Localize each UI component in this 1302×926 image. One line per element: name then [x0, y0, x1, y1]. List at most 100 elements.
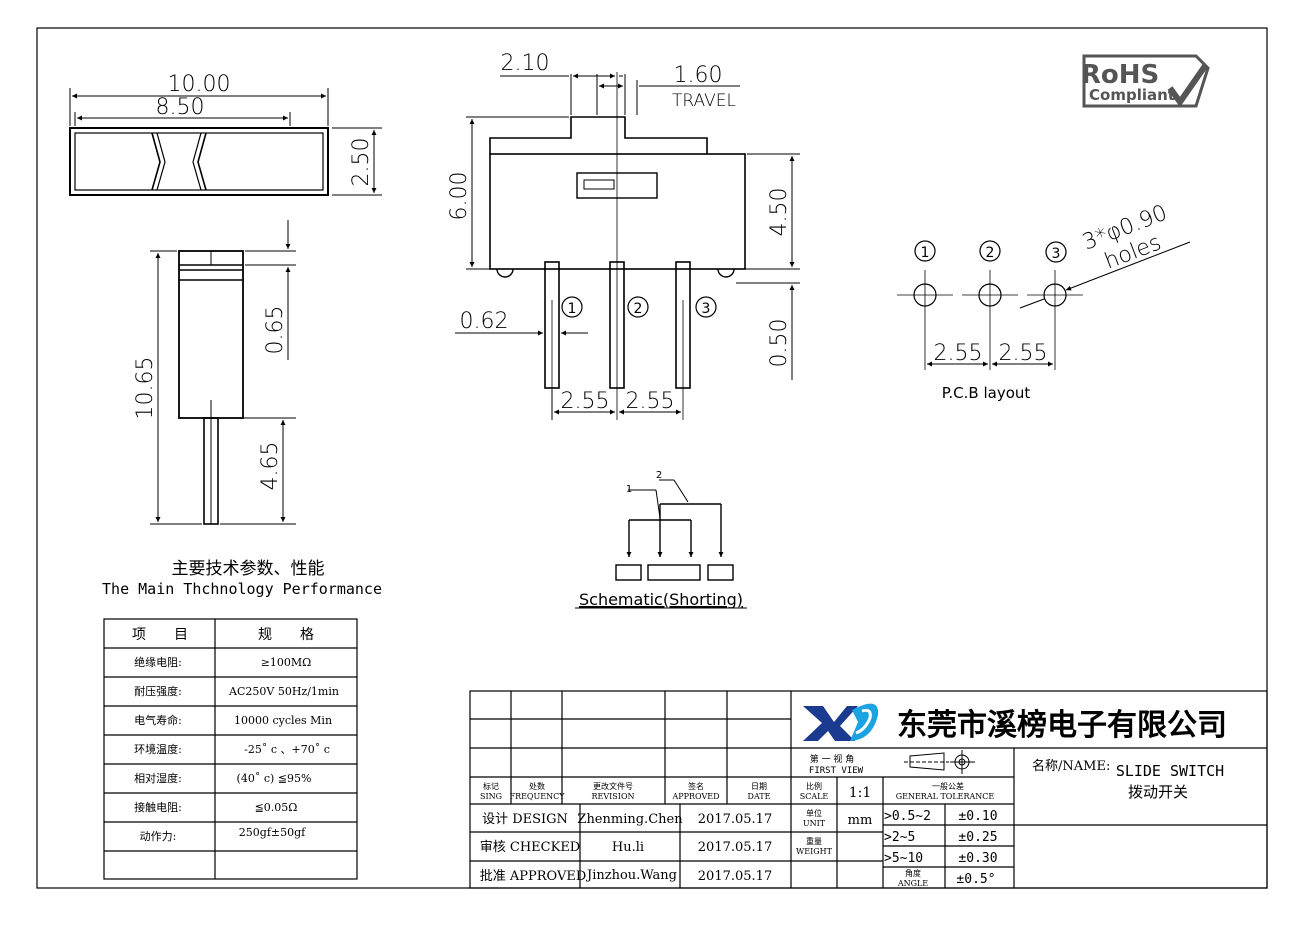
- dim-pcb-pitch-2: 2.55: [999, 341, 1048, 366]
- signoff-role: 设计 DESIGN: [482, 812, 568, 827]
- perf-row-value: ≦0.05Ω: [255, 801, 298, 814]
- signoff-name: Jinzhou.Wang: [585, 868, 677, 883]
- performance-title-en: The Main Thchnology Performance: [102, 580, 382, 598]
- schematic-label: Schematic(Shorting): [579, 590, 743, 609]
- dim-top-height: 2.50: [349, 138, 374, 187]
- perf-row-label: 环境温度:: [134, 742, 182, 756]
- dim-side-total: 10.65: [133, 357, 158, 420]
- perf-row-label: 耐压强度:: [134, 684, 182, 698]
- signoff-date: 2017.05.17: [698, 840, 772, 855]
- dim-pitch-left: 2.10: [501, 51, 550, 76]
- tolerance-value: ±0.30: [958, 851, 997, 866]
- pcb-pin-3: 3: [1052, 246, 1061, 262]
- perf-row-value: -25˚ c 、+70˚ c: [244, 743, 330, 756]
- signoff-role: 批准 APPROVED: [480, 869, 587, 884]
- signoff-name: Hu.li: [612, 840, 644, 855]
- pcb-layout: [897, 240, 1191, 370]
- performance-table: [103, 618, 358, 880]
- rev-header-cn: 标记: [483, 781, 499, 791]
- dim-pin-offset: 0.50: [767, 319, 792, 368]
- signoff-name: Zhenming.Chen: [577, 812, 683, 827]
- view-label-en: FIRST VIEW: [809, 766, 864, 776]
- perf-row-label: 绝缘电阻:: [134, 655, 182, 669]
- view-label-cn: 第 一 视 角: [810, 753, 855, 765]
- signoff-role: 审核 CHECKED: [480, 840, 580, 855]
- perf-header-item: 项 目: [132, 627, 188, 643]
- rev-header-en: SING: [480, 792, 502, 801]
- pcb-pin-1: 1: [921, 245, 930, 261]
- rev-header-cn: 签名: [688, 781, 704, 791]
- perf-row-value: 250gf±50gf: [239, 826, 306, 839]
- pcb-pin-2: 2: [986, 245, 995, 261]
- angle-label-cn: 角度: [905, 868, 921, 878]
- rev-header-en: FREQUENCY: [510, 792, 566, 801]
- dim-body-height: 6.00: [447, 172, 472, 221]
- rev-header-en: DATE: [748, 792, 771, 801]
- side-view: [150, 220, 296, 525]
- tolerance-value: ±0.25: [958, 830, 997, 845]
- performance-title-cn: 主要技术参数、性能: [172, 559, 325, 579]
- rev-header-en: APPROVED: [671, 792, 719, 801]
- rev-header-en: REVISION: [592, 792, 635, 801]
- schematic-tag-2: 2: [656, 470, 662, 481]
- perf-row-label: 接触电阻:: [134, 800, 182, 814]
- rohs-text: RoHS: [1081, 60, 1159, 90]
- unit-label-cn: 单位: [806, 808, 822, 818]
- rev-header-cn: 处数: [529, 781, 545, 791]
- dim-pcb-pitch-1: 2.55: [934, 341, 983, 366]
- dim-top-width-inner: 8.50: [156, 95, 205, 120]
- dim-pin-width: 0.62: [460, 309, 509, 334]
- scale-label-en: SCALE: [800, 792, 829, 801]
- rev-header-cn: 更改文件号: [593, 781, 633, 791]
- perf-row-value: ≥100MΩ: [261, 656, 312, 669]
- angle-label-en: ANGLE: [897, 879, 928, 888]
- perf-row-value: (40˚ c) ≦95%: [237, 772, 312, 785]
- scale-label-cn: 比例: [806, 781, 822, 791]
- product-name-en: SLIDE SWITCH: [1116, 762, 1224, 780]
- dim-travel-value: 1.60: [674, 63, 723, 88]
- weight-label-en: WEIGHT: [796, 847, 833, 856]
- pin-label-3: 3: [702, 301, 711, 317]
- schematic-tag-1: 1: [626, 484, 632, 495]
- schematic: [615, 479, 734, 581]
- dim-body-inner: 4.50: [767, 188, 792, 237]
- signoff-date: 2017.05.17: [698, 869, 772, 884]
- front-view: [455, 72, 800, 420]
- travel-label: TRAVEL: [672, 91, 736, 111]
- tolerance-range: >5~10: [884, 851, 923, 866]
- product-name-cn: 拨动开关: [1128, 783, 1188, 801]
- signoff-date: 2017.05.17: [698, 812, 772, 827]
- perf-header-spec: 规 格: [258, 627, 314, 643]
- title-block-grid: [469, 690, 1268, 889]
- tolerance-range: >0.5~2: [884, 809, 931, 824]
- perf-row-label: 相对湿度:: [134, 771, 182, 785]
- rohs-compliant: Compliant: [1089, 86, 1175, 104]
- pin-label-2: 2: [634, 301, 643, 317]
- perf-row-label: 动作力:: [140, 830, 177, 843]
- pin-label-1: 1: [568, 301, 577, 317]
- scale-value: 1:1: [849, 785, 872, 801]
- company-logo: [803, 703, 879, 741]
- pcb-layout-label: P.C.B layout: [942, 384, 1031, 402]
- unit-value: mm: [848, 813, 873, 828]
- tolerance-label-en: GENERAL TOLERANCE: [896, 792, 995, 801]
- company-name: 东莞市溪榜电子有限公司: [897, 708, 1227, 743]
- rohs-logo: [1082, 54, 1210, 108]
- projection-symbol: [904, 750, 975, 774]
- perf-row-value: AC250V 50Hz/1min: [228, 685, 339, 698]
- dim-side-upper: 0.65: [263, 306, 288, 355]
- dim-side-pin: 4.65: [258, 442, 283, 491]
- tolerance-value: ±0.10: [958, 809, 997, 824]
- top-view: [69, 88, 382, 196]
- dim-top-width-outer: 10.00: [168, 72, 231, 97]
- rev-header-cn: 日期: [751, 782, 767, 791]
- tolerance-label-cn: 一般公差: [932, 781, 964, 791]
- dim-pin-pitch-2: 2.55: [626, 389, 675, 414]
- perf-row-value: 10000 cycles Min: [234, 714, 332, 727]
- name-label: 名称/NAME:: [1032, 758, 1110, 774]
- dim-pin-pitch-1: 2.55: [561, 389, 610, 414]
- tolerance-range: >2~5: [884, 830, 915, 845]
- unit-label-en: UNIT: [803, 819, 826, 828]
- weight-label-cn: 重量: [806, 836, 822, 846]
